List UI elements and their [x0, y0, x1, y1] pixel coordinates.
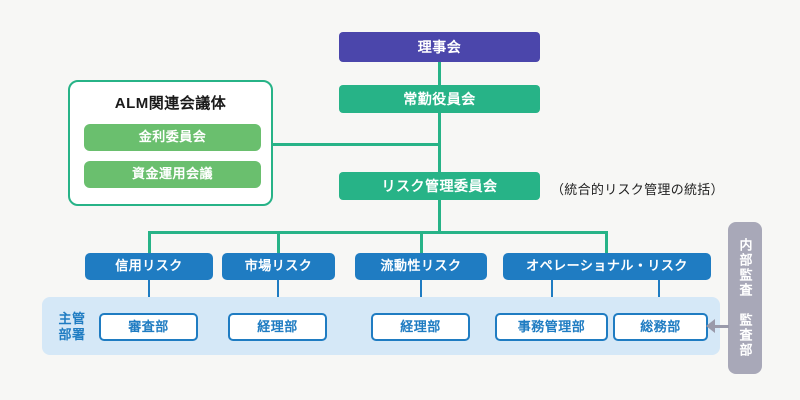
department-box-label: 経理部: [400, 318, 441, 334]
department-box-label: 審査部: [128, 318, 169, 334]
connector-bus-to-credit-risk: [148, 231, 151, 253]
risk-box-label: オペレーショナル・リスク: [526, 258, 688, 274]
board-of-directors-label: 理事会: [417, 38, 462, 55]
risk-box-label: 信用リスク: [115, 258, 183, 274]
connector-bus-to-market-risk: [277, 231, 280, 253]
audit-arrow-stem: [715, 325, 729, 328]
audit-arrow-head: [706, 319, 715, 333]
board-of-directors-box[interactable]: 理事会: [339, 32, 540, 62]
department-band-label-line1: 主管: [58, 311, 86, 326]
alm-item-label: 資金運用会議: [131, 166, 213, 182]
connector-board-to-exec: [438, 62, 441, 86]
department-box-label: 事務管理部: [517, 318, 586, 334]
alm-item-label: 金利委員会: [138, 129, 207, 145]
department-box-label: 総務部: [640, 318, 681, 334]
department-box-soumu[interactable]: 総務部: [613, 313, 708, 341]
connector-bus-to-liquidity-risk: [420, 231, 423, 253]
connector-risk-bus: [148, 231, 608, 234]
risk-box-credit[interactable]: 信用リスク: [85, 253, 213, 280]
alm-panel: ALM関連会議体 金利委員会 資金運用会議: [68, 80, 273, 206]
risk-committee-note: （統合的リスク管理の統括）: [551, 182, 724, 197]
department-box-shinsa[interactable]: 審査部: [99, 313, 198, 341]
internal-audit-label: 内部監査 監査部: [737, 238, 753, 358]
department-band-label-line2: 部署: [58, 327, 86, 343]
department-box-keiri-2[interactable]: 経理部: [371, 313, 470, 341]
department-band-label: 主管 部署: [50, 311, 94, 344]
alm-panel-title: ALM関連会議体: [114, 95, 227, 112]
department-box-jimu-kanri[interactable]: 事務管理部: [495, 313, 608, 341]
connector-riskcommittee-to-bus: [438, 200, 441, 233]
connector-exec-to-riskcommittee: [438, 112, 441, 172]
executive-board-label: 常勤役員会: [403, 90, 476, 107]
risk-box-operational[interactable]: オペレーショナル・リスク: [503, 253, 711, 280]
risk-management-committee-box[interactable]: リスク管理委員会: [339, 172, 540, 200]
executive-board-box[interactable]: 常勤役員会: [339, 85, 540, 113]
department-box-label: 経理部: [257, 318, 298, 334]
alm-item-fund-management-meeting[interactable]: 資金運用会議: [84, 161, 261, 188]
connector-alm-to-trunk: [272, 143, 441, 146]
internal-audit-bar[interactable]: 内部監査 監査部: [728, 222, 762, 374]
alm-item-interest-rate-committee[interactable]: 金利委員会: [84, 124, 261, 151]
risk-box-label: 流動性リスク: [380, 258, 462, 274]
risk-box-liquidity[interactable]: 流動性リスク: [355, 253, 487, 280]
department-box-keiri-1[interactable]: 経理部: [228, 313, 327, 341]
connector-bus-to-operational-risk: [605, 231, 608, 253]
risk-box-label: 市場リスク: [244, 258, 313, 274]
risk-management-committee-label: リスク管理委員会: [381, 177, 498, 194]
risk-box-market[interactable]: 市場リスク: [222, 253, 335, 280]
